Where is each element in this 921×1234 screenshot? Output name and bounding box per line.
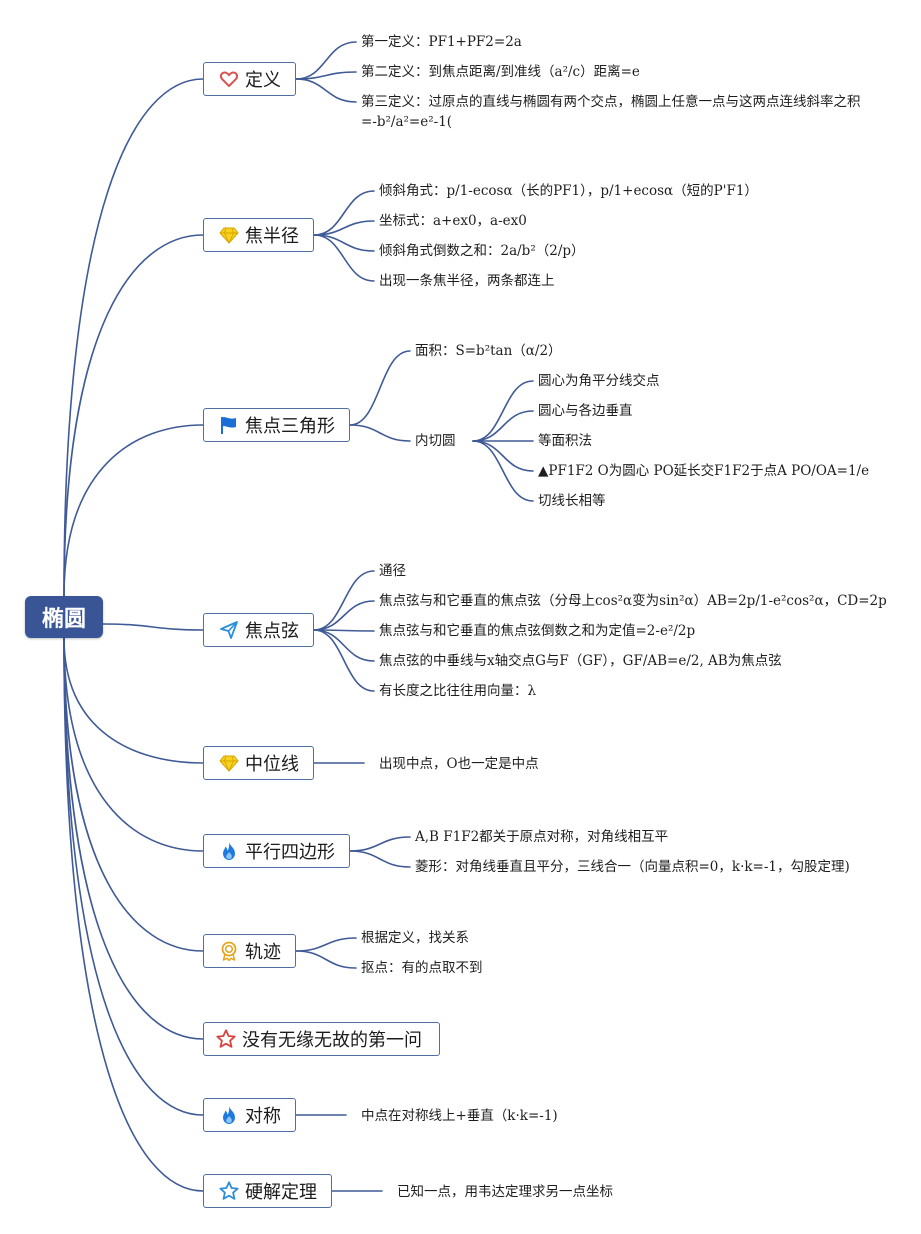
star-outline-icon <box>218 1180 240 1202</box>
branch-connector <box>295 71 357 80</box>
branch-median-line[interactable]: 中位线 <box>203 746 314 780</box>
leaf-definition-1: 第一定义：PF1+PF2=2a <box>361 34 522 50</box>
leaf-focal-radius-3: 倾斜角式倒数之和：2a/b²（2/p） <box>379 243 585 259</box>
root-connector <box>63 637 204 1192</box>
root-connector <box>102 623 204 631</box>
leaf-incircle-1: 圆心为角平分线交点 <box>538 373 660 389</box>
branch-connector <box>349 836 411 852</box>
leaf-focal-chord-5: 有长度之比往往用向量：λ <box>379 683 537 699</box>
branch-connector <box>295 937 357 952</box>
branch-label: 定义 <box>245 70 281 91</box>
leaf-median-line-1: 出现中点，O也一定是中点 <box>379 756 539 772</box>
branch-label: 硬解定理 <box>245 1182 317 1203</box>
branch-label: 焦点弦 <box>245 621 299 642</box>
leaf-focal-chord-2: 焦点弦与和它垂直的焦点弦（分母上cos²α变为sin²α）AB=2p/1-e²c… <box>379 593 887 609</box>
leaf-symmetry-1: 中点在对称线上+垂直（k·k=-1) <box>361 1108 558 1124</box>
leaf-incircle-2: 圆心与各边垂直 <box>538 403 633 419</box>
branch-label: 对称 <box>245 1106 281 1127</box>
branch-connector <box>472 440 534 502</box>
root-connector <box>63 637 204 1040</box>
branch-focal-chord[interactable]: 焦点弦 <box>203 613 314 647</box>
leaf-locus-1: 根据定义，找关系 <box>361 930 469 946</box>
branch-connector <box>349 850 411 868</box>
leaf-hard-solution-1: 已知一点，用韦达定理求另一点坐标 <box>397 1184 613 1200</box>
leaf-focal-chord-1: 通径 <box>379 563 406 579</box>
branch-connector <box>313 629 375 692</box>
branch-parallelogram[interactable]: 平行四边形 <box>203 834 350 868</box>
branch-connector <box>313 600 375 631</box>
branch-definition[interactable]: 定义 <box>203 62 296 96</box>
leaf-focal-radius-1: 倾斜角式：p/1-ecosα（长的PF1），p/1+ecosα（短的P'F1） <box>379 183 758 199</box>
root-connector <box>63 637 204 1116</box>
leaf-parallelogram-1: A,B F1F2都关于原点对称，对角线相互平 <box>415 829 669 845</box>
leaf-incircle-4: ▲PF1F2 O为圆心 PO延长交F1F2于点A PO/OA=1/e <box>538 463 870 479</box>
branch-label: 轨迹 <box>245 942 281 963</box>
root-node[interactable]: 椭圆 <box>25 596 103 638</box>
branch-connector <box>472 380 534 442</box>
leaf-focal-triangle-incircle: 内切圆 <box>415 433 456 449</box>
paper-plane-icon <box>218 619 240 641</box>
branch-label: 焦点三角形 <box>245 416 335 437</box>
branch-label: 焦半径 <box>245 226 299 247</box>
flame-icon <box>218 1104 240 1126</box>
branch-connector <box>313 629 375 662</box>
flame-icon <box>218 840 240 862</box>
leaf-definition-2: 第二定义：到焦点距离/到准线（a²/c）距离=e <box>361 64 640 80</box>
branch-label: 没有无缘无故的第一问 <box>242 1030 422 1051</box>
branch-connector <box>349 424 411 442</box>
root-connector <box>63 424 204 597</box>
diamond-icon <box>218 752 240 774</box>
branch-connector <box>472 410 534 442</box>
flag-icon <box>218 414 240 436</box>
branch-connector <box>295 41 357 80</box>
branch-focal-radius[interactable]: 焦半径 <box>203 218 314 252</box>
heart-icon <box>218 68 240 90</box>
leaf-focal-chord-3: 焦点弦与和它垂直的焦点弦倒数之和为定值=2-e²/2p <box>379 623 696 639</box>
branch-connector <box>313 570 375 631</box>
leaf-focal-radius-4: 出现一条焦半径，两条都连上 <box>379 273 555 289</box>
branch-connector <box>313 234 375 282</box>
branch-label: 平行四边形 <box>245 842 335 863</box>
branch-locus[interactable]: 轨迹 <box>203 934 296 968</box>
root-connector <box>63 637 204 764</box>
leaf-locus-2: 抠点：有的点取不到 <box>361 960 483 976</box>
leaf-focal-radius-2: 坐标式：a+ex0，a-ex0 <box>379 213 527 229</box>
leaf-focal-chord-4: 焦点弦的中垂线与x轴交点G与F（GF），GF/AB=e/2, AB为焦点弦 <box>379 653 782 669</box>
star-icon <box>215 1028 237 1050</box>
medal-icon <box>218 940 240 962</box>
leaf-parallelogram-2: 菱形：对角线垂直且平分，三线合一（向量点积=0，k·k=-1，勾股定理) <box>415 859 850 875</box>
branch-label: 中位线 <box>245 754 299 775</box>
leaf-focal-triangle-area: 面积：S=b²tan（α/2） <box>415 343 562 359</box>
branch-focal-triangle[interactable]: 焦点三角形 <box>203 408 350 442</box>
diamond-icon <box>218 224 240 246</box>
root-label: 椭圆 <box>41 607 86 632</box>
leaf-definition-3: 第三定义：过原点的直线与椭圆有两个交点，椭圆上任意一点与这两点连线斜率之积=-b… <box>361 94 861 130</box>
root-connector <box>63 234 204 597</box>
root-connector <box>63 637 204 952</box>
branch-connector <box>349 350 411 426</box>
branch-hard-solution[interactable]: 硬解定理 <box>203 1174 332 1208</box>
branch-connector <box>295 78 357 103</box>
root-connector <box>63 78 204 597</box>
branch-symmetry[interactable]: 对称 <box>203 1098 296 1132</box>
branch-connector <box>295 950 357 969</box>
branch-connector <box>472 440 534 472</box>
leaf-incircle-3: 等面积法 <box>538 433 592 449</box>
branch-first-question[interactable]: 没有无缘无故的第一问 <box>203 1022 440 1056</box>
root-connector <box>63 637 204 852</box>
branch-connector <box>313 190 375 236</box>
leaf-incircle-5: 切线长相等 <box>538 493 606 509</box>
